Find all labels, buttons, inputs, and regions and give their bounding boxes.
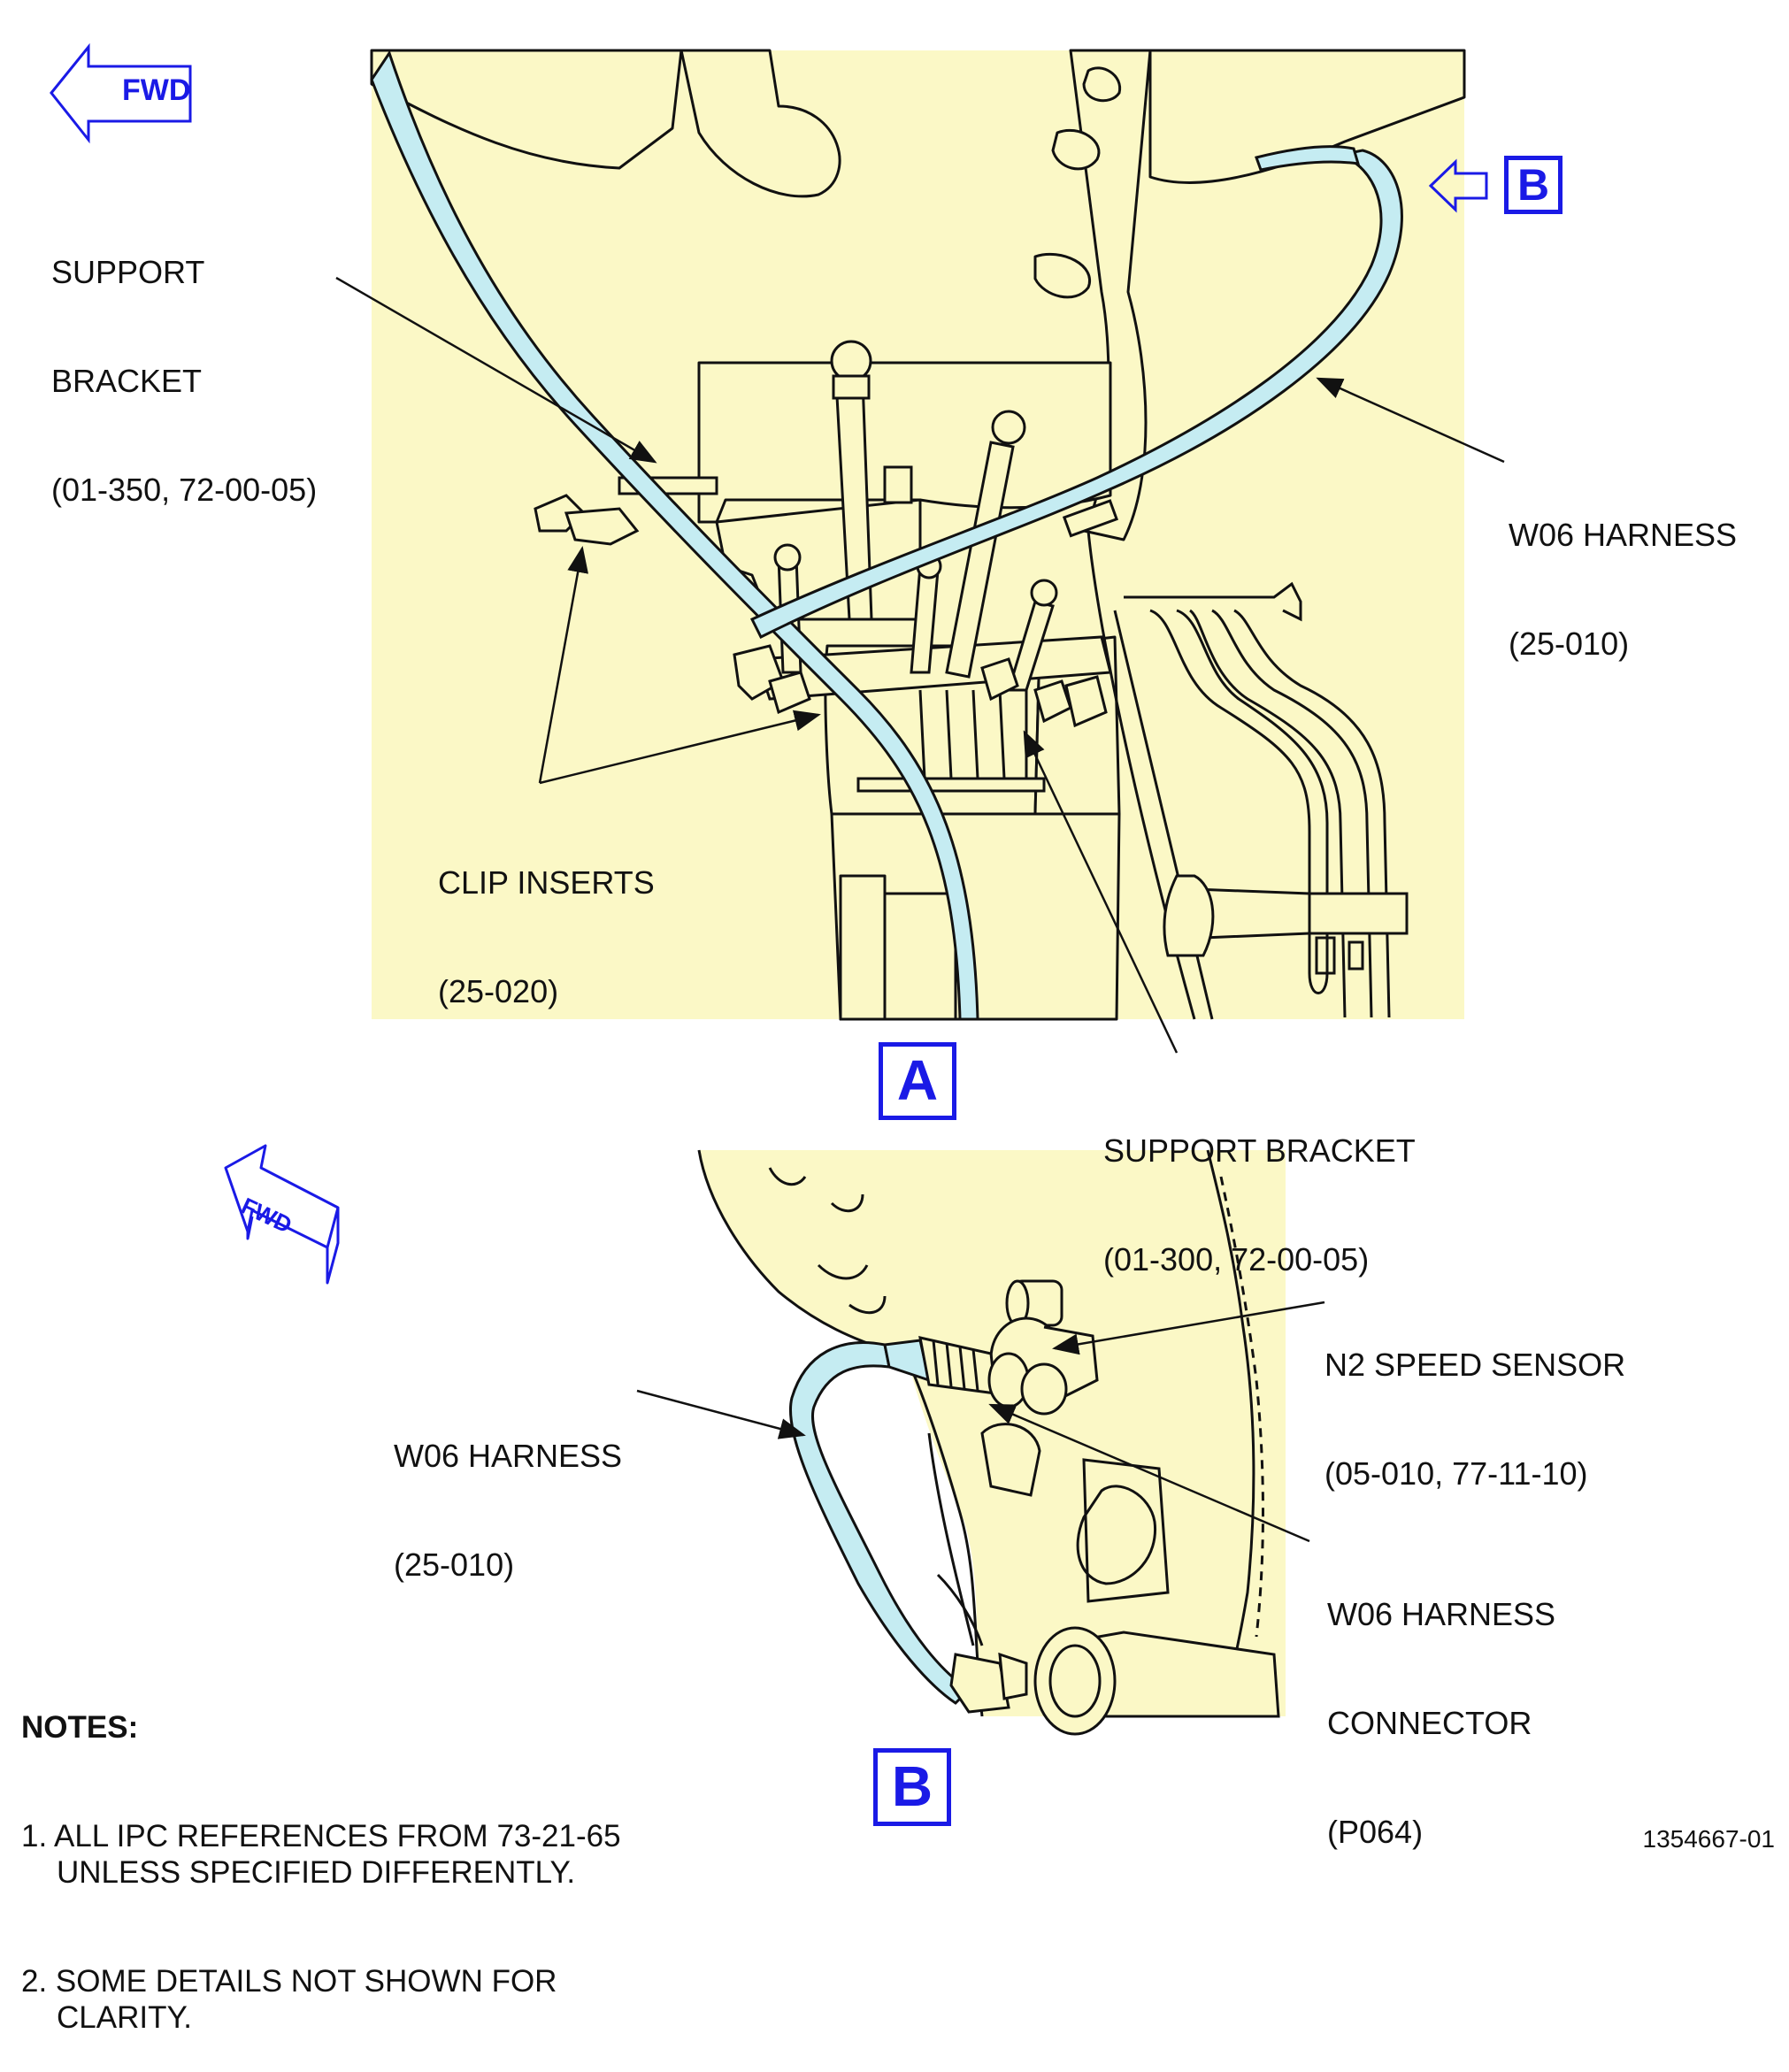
callout-line: (25-010) — [394, 1546, 515, 1583]
view-b-drawing — [224, 1144, 1325, 1736]
w06-harness-view-b — [789, 1339, 971, 1705]
fwd-arrow-view-a — [50, 42, 192, 144]
callout-line: SUPPORT BRACKET — [1103, 1132, 1416, 1169]
note-item: 1. ALL IPC REFERENCES FROM 73-21-65 UNLE… — [21, 1819, 621, 1890]
support-bracket-01-300-label: SUPPORT BRACKET (01-300, 72-00-05) — [1103, 1060, 1416, 1314]
callout-line: BRACKET — [51, 363, 203, 399]
fwd-arrow-view-b — [224, 1144, 340, 1285]
callout-line: W06 HARNESS — [394, 1438, 623, 1474]
clips-view-a — [534, 465, 1108, 728]
view-b-leaders — [636, 1301, 1325, 1543]
callout-line: (05-010, 77-11-10) — [1324, 1455, 1588, 1492]
clip-inserts-label: CLIP INSERTS (25-020) — [438, 792, 655, 1046]
w06-harness-label-view-a: W06 HARNESS (25-010) — [1509, 444, 1737, 698]
callout-line: N2 SPEED SENSOR — [1324, 1347, 1626, 1383]
w06-harness-connector-p064 — [918, 1336, 1068, 1416]
callout-line: (01-300, 72-00-05) — [1103, 1241, 1370, 1278]
callout-line: W06 HARNESS — [1327, 1596, 1556, 1632]
bottom-cylinder — [1033, 1626, 1280, 1736]
fwd-label-view-a: FWD — [122, 73, 191, 107]
n2-speed-sensor-label: N2 SPEED SENSOR (05-010, 77-11-10) — [1324, 1274, 1625, 1528]
w06-harness-view-a — [370, 50, 1403, 1021]
document-number: 1354667-01 — [1642, 1825, 1775, 1853]
callout-line: (25-010) — [1509, 625, 1630, 662]
view-a-drawing — [50, 42, 1505, 1054]
callout-line: CONNECTOR — [1327, 1705, 1532, 1741]
view-a-label-box: A — [879, 1042, 956, 1120]
notes-block: NOTES: 1. ALL IPC REFERENCES FROM 73-21-… — [21, 1637, 658, 2072]
callout-line: SUPPORT — [51, 254, 205, 290]
view-b-label-box: B — [873, 1748, 951, 1826]
upper-frame — [370, 49, 1466, 541]
view-b-reference-box: B — [1504, 156, 1562, 214]
callout-line: W06 HARNESS — [1509, 517, 1738, 553]
view-b-direction-arrow — [1428, 158, 1488, 213]
w06-harness-connector-label: W06 HARNESS CONNECTOR (P064) — [1327, 1523, 1555, 1886]
callout-line: CLIP INSERTS — [438, 864, 655, 901]
harness-clip-view-b — [949, 1652, 1028, 1714]
view-a-leaders — [335, 276, 1505, 1054]
callout-line: (P064) — [1327, 1814, 1424, 1850]
central-tubes — [773, 340, 1058, 692]
illustration — [50, 42, 1505, 1736]
note-item: 2. SOME DETAILS NOT SHOWN FOR CLARITY. — [21, 1964, 557, 2035]
w06-harness-label-view-b: W06 HARNESS (25-010) — [394, 1365, 622, 1619]
right-tube-bundle — [1086, 530, 1409, 1020]
notes-title: NOTES: — [21, 1710, 139, 1745]
callout-line: (01-350, 72-00-05) — [51, 472, 318, 508]
callout-line: (25-020) — [438, 973, 559, 1009]
support-bracket-01-350-label: SUPPORT BRACKET (01-350, 72-00-05) — [51, 181, 317, 544]
